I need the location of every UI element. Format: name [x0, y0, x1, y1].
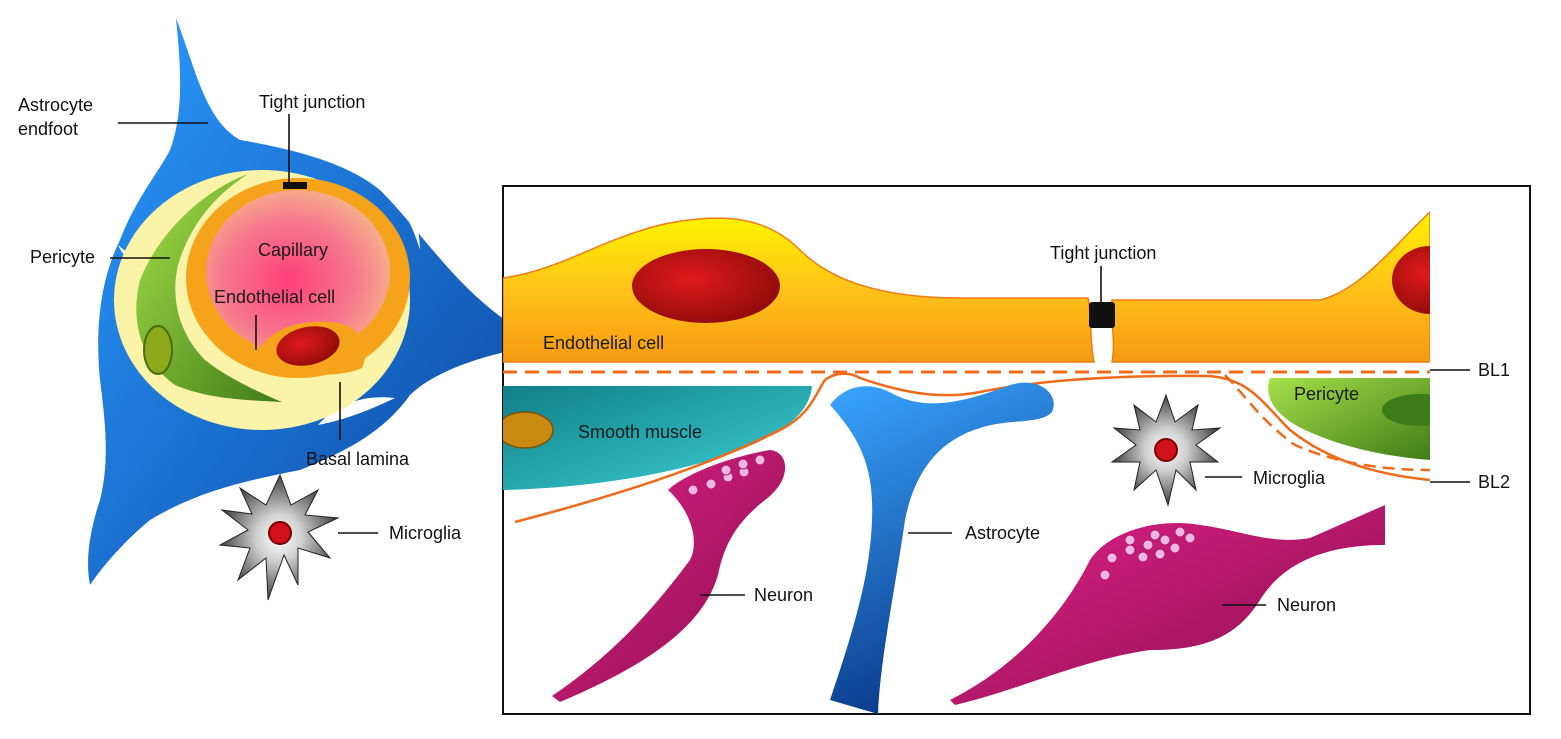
endothelial-nucleus-right-2	[1392, 246, 1430, 314]
endfoot-cleft	[318, 397, 395, 425]
leader-lines	[110, 114, 1470, 606]
smooth-muscle-shape	[503, 386, 812, 490]
pericyte-shape-right	[1268, 378, 1430, 460]
pericyte-nucleus-left	[143, 325, 173, 375]
label-pericyte-right: Pericyte	[1294, 384, 1359, 404]
endfoot-cleft	[370, 168, 420, 250]
label-tight-junction-left: Tight junction	[259, 92, 365, 112]
label-endothelial-cell-right: Endothelial cell	[543, 333, 664, 353]
microglia-right-nucleus	[1154, 438, 1178, 462]
microglia-right	[1110, 393, 1222, 507]
label-pericyte-left: Pericyte	[30, 247, 95, 267]
label-tight-junction-right: Tight junction	[1050, 243, 1156, 263]
label-bl1: BL1	[1478, 360, 1510, 380]
bl2-line	[514, 372, 1430, 524]
neuron-left-vesicles	[687, 454, 766, 496]
label-neuron-right: Neuron	[1277, 595, 1336, 615]
label-astrocyte-endfoot-line2: endfoot	[18, 119, 78, 139]
neuron-left-shape	[552, 450, 786, 702]
label-neuron-left: Neuron	[754, 585, 813, 605]
label-smooth-muscle: Smooth muscle	[578, 422, 702, 442]
label-bl2: BL2	[1478, 472, 1510, 492]
endothelial-nucleus-left	[276, 326, 340, 366]
astrocyte-right-shape	[830, 382, 1054, 714]
neuron-right-vesicles	[1099, 526, 1196, 581]
label-microglia-left: Microglia	[389, 523, 462, 543]
pericyte-nucleus-right	[1382, 394, 1430, 426]
label-astrocyte: Astrocyte	[965, 523, 1040, 543]
label-capillary: Capillary	[258, 240, 328, 260]
microglia-left	[218, 473, 340, 601]
label-basal-lamina: Basal lamina	[306, 449, 410, 469]
label-microglia-right: Microglia	[1253, 468, 1326, 488]
tight-junction-left-mark	[283, 182, 307, 189]
capillary-cross-section	[88, 18, 505, 585]
microglia-left-nucleus	[268, 521, 292, 545]
capillary-lumen	[206, 190, 390, 354]
pericyte-shape-left	[136, 174, 282, 402]
label-astrocyte-endfoot-line1: Astrocyte	[18, 95, 93, 115]
tight-junction-right-mark	[1089, 302, 1115, 328]
detail-panel-contents	[503, 210, 1430, 714]
pericyte-basal-lamina	[1224, 374, 1430, 472]
neuron-right-shape	[950, 505, 1385, 705]
endothelial-nucleus-right	[632, 249, 780, 323]
smooth-muscle-nucleus	[503, 411, 554, 449]
label-endothelial-cell-left: Endothelial cell	[214, 287, 335, 307]
